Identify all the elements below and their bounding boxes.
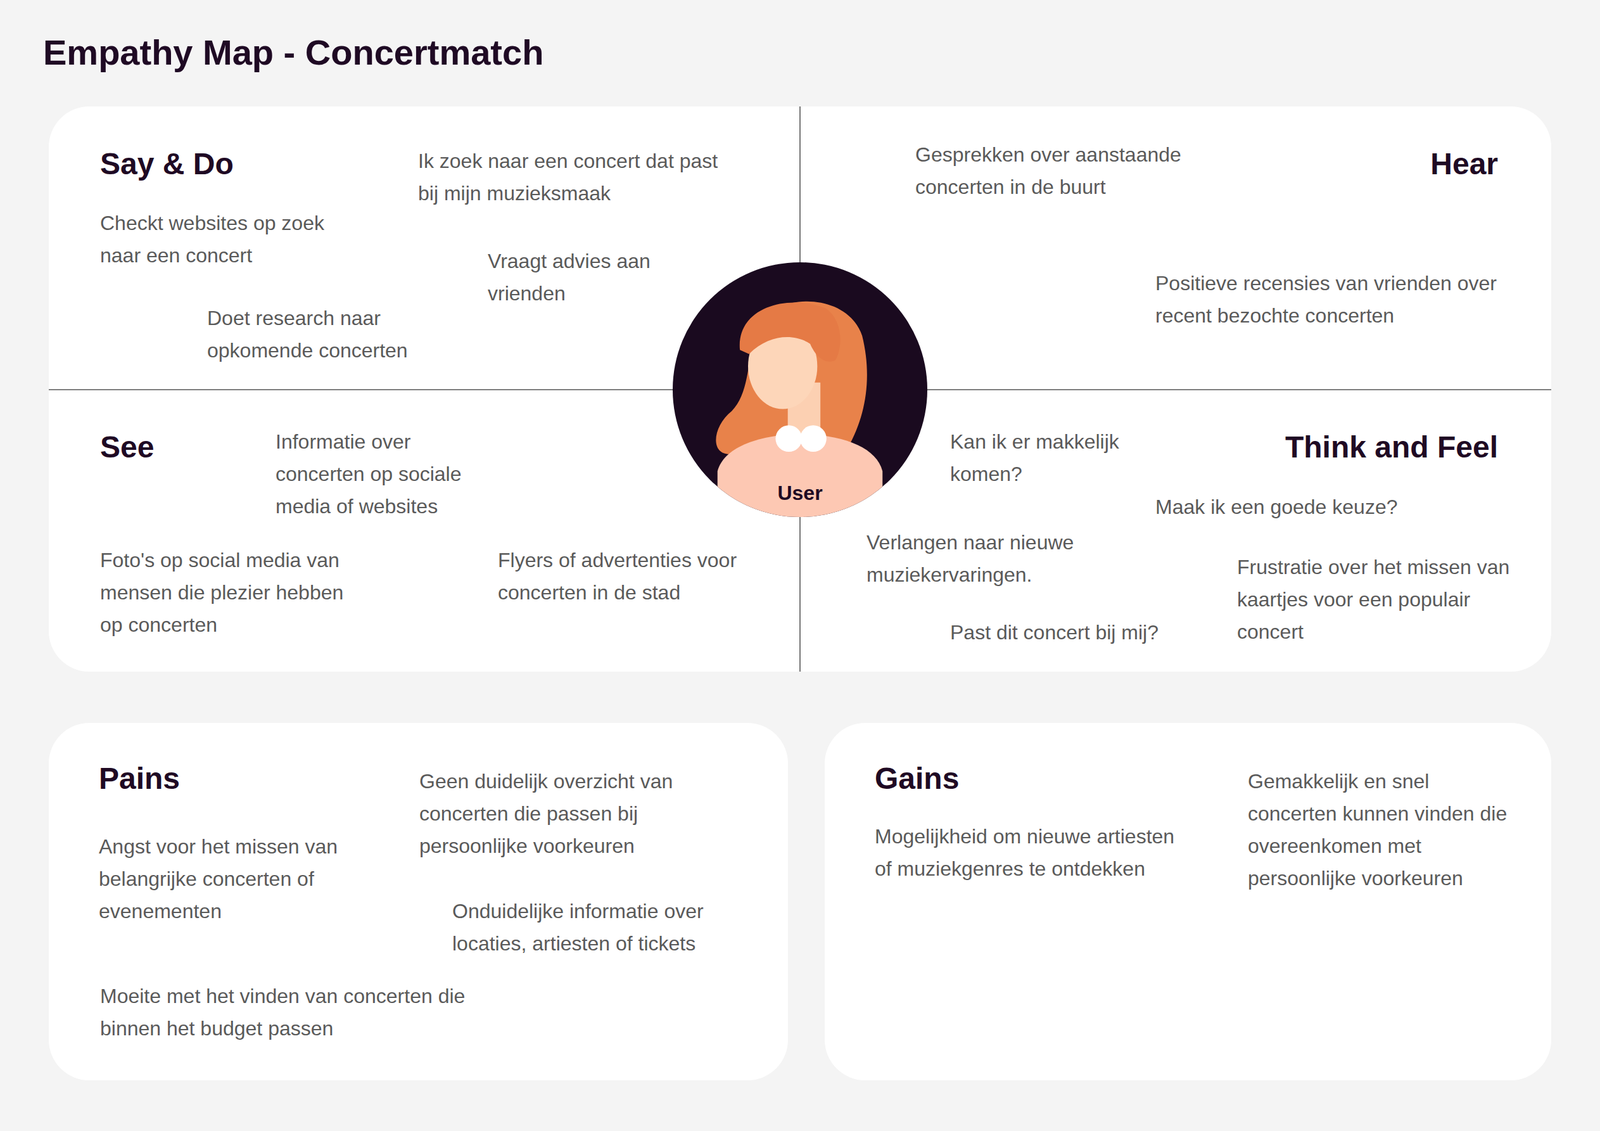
shirt (717, 433, 883, 517)
note-text: Geen duidelijk overzicht van concerten d… (419, 765, 730, 863)
collar (775, 425, 802, 452)
pains-box: Pains Geen duidelijk overzicht van concer… (48, 722, 788, 1080)
section-heading: Hear (1430, 145, 1499, 183)
note-text: Maak ik een goede keuze? (1155, 490, 1398, 524)
note-text: Foto's op social media van mensen die pl… (100, 544, 354, 642)
note-text: Gemakkelijk en snel concerten kunnen vin… (1247, 765, 1521, 895)
user-label: User (672, 480, 928, 506)
quadrant: Say & Do Ik zoek naar een concert dat pas… (48, 106, 800, 390)
map-title: Empathy Map - Concertmatch (43, 31, 544, 74)
note-text: Flyers of advertenties voor concerten in… (497, 544, 739, 609)
note-text: Positieve recensies van vrienden over re… (1155, 267, 1511, 332)
note-text: Vraagt advies aan vrienden (487, 245, 653, 310)
section-heading: Say & Do (100, 145, 234, 183)
note-text: Verlangen naar nieuwe muziekervaringen. (866, 526, 1108, 591)
note-text: Checkt websites op zoek naar een concert (100, 207, 341, 272)
quadrant: Hear Gesprekken over aanstaande concerten… (800, 106, 1552, 390)
note-text: Doet research naar opkomende concerten (207, 302, 448, 367)
user-illustration (672, 262, 928, 517)
note-text: Frustratie over het missen van kaartjes … (1237, 551, 1523, 648)
note-text: Informatie over concerten op sociale med… (275, 425, 504, 523)
gains-box: GainsMogelijkheid om nieuwe artiesten of… (824, 722, 1552, 1080)
note-text: Moeite met het vinden van concerten die … (100, 979, 493, 1045)
hair-front (739, 302, 841, 362)
section-heading: Gains (874, 760, 959, 797)
quadrant: See Informatie over concerten op sociale … (48, 389, 800, 672)
note-text: Gesprekken over aanstaande concerten in … (915, 138, 1182, 204)
note-text: Kan ik er makkelijk komen? (950, 425, 1160, 491)
section-heading: See (100, 428, 154, 466)
note-text: Mogelijkheid om nieuwe artiesten of muzi… (874, 820, 1186, 885)
note-text: Ik zoek naar een concert dat past bij mi… (418, 145, 723, 210)
note-text: Onduidelijke informatie over locaties, a… (452, 895, 776, 960)
note-text: Angst voor het missen van belangrijke co… (98, 830, 378, 928)
note-text: Past dit concert bij mij? (950, 616, 1159, 649)
hair-back (715, 301, 867, 455)
user-circle: User (672, 262, 928, 517)
section-heading: Think and Feel (1285, 428, 1499, 466)
panel-background (48, 106, 1552, 672)
collar (800, 425, 827, 452)
quadrant: Think and Feel Kan ik er makkelijk komen?… (800, 389, 1552, 672)
section-heading: Pains (98, 760, 180, 797)
